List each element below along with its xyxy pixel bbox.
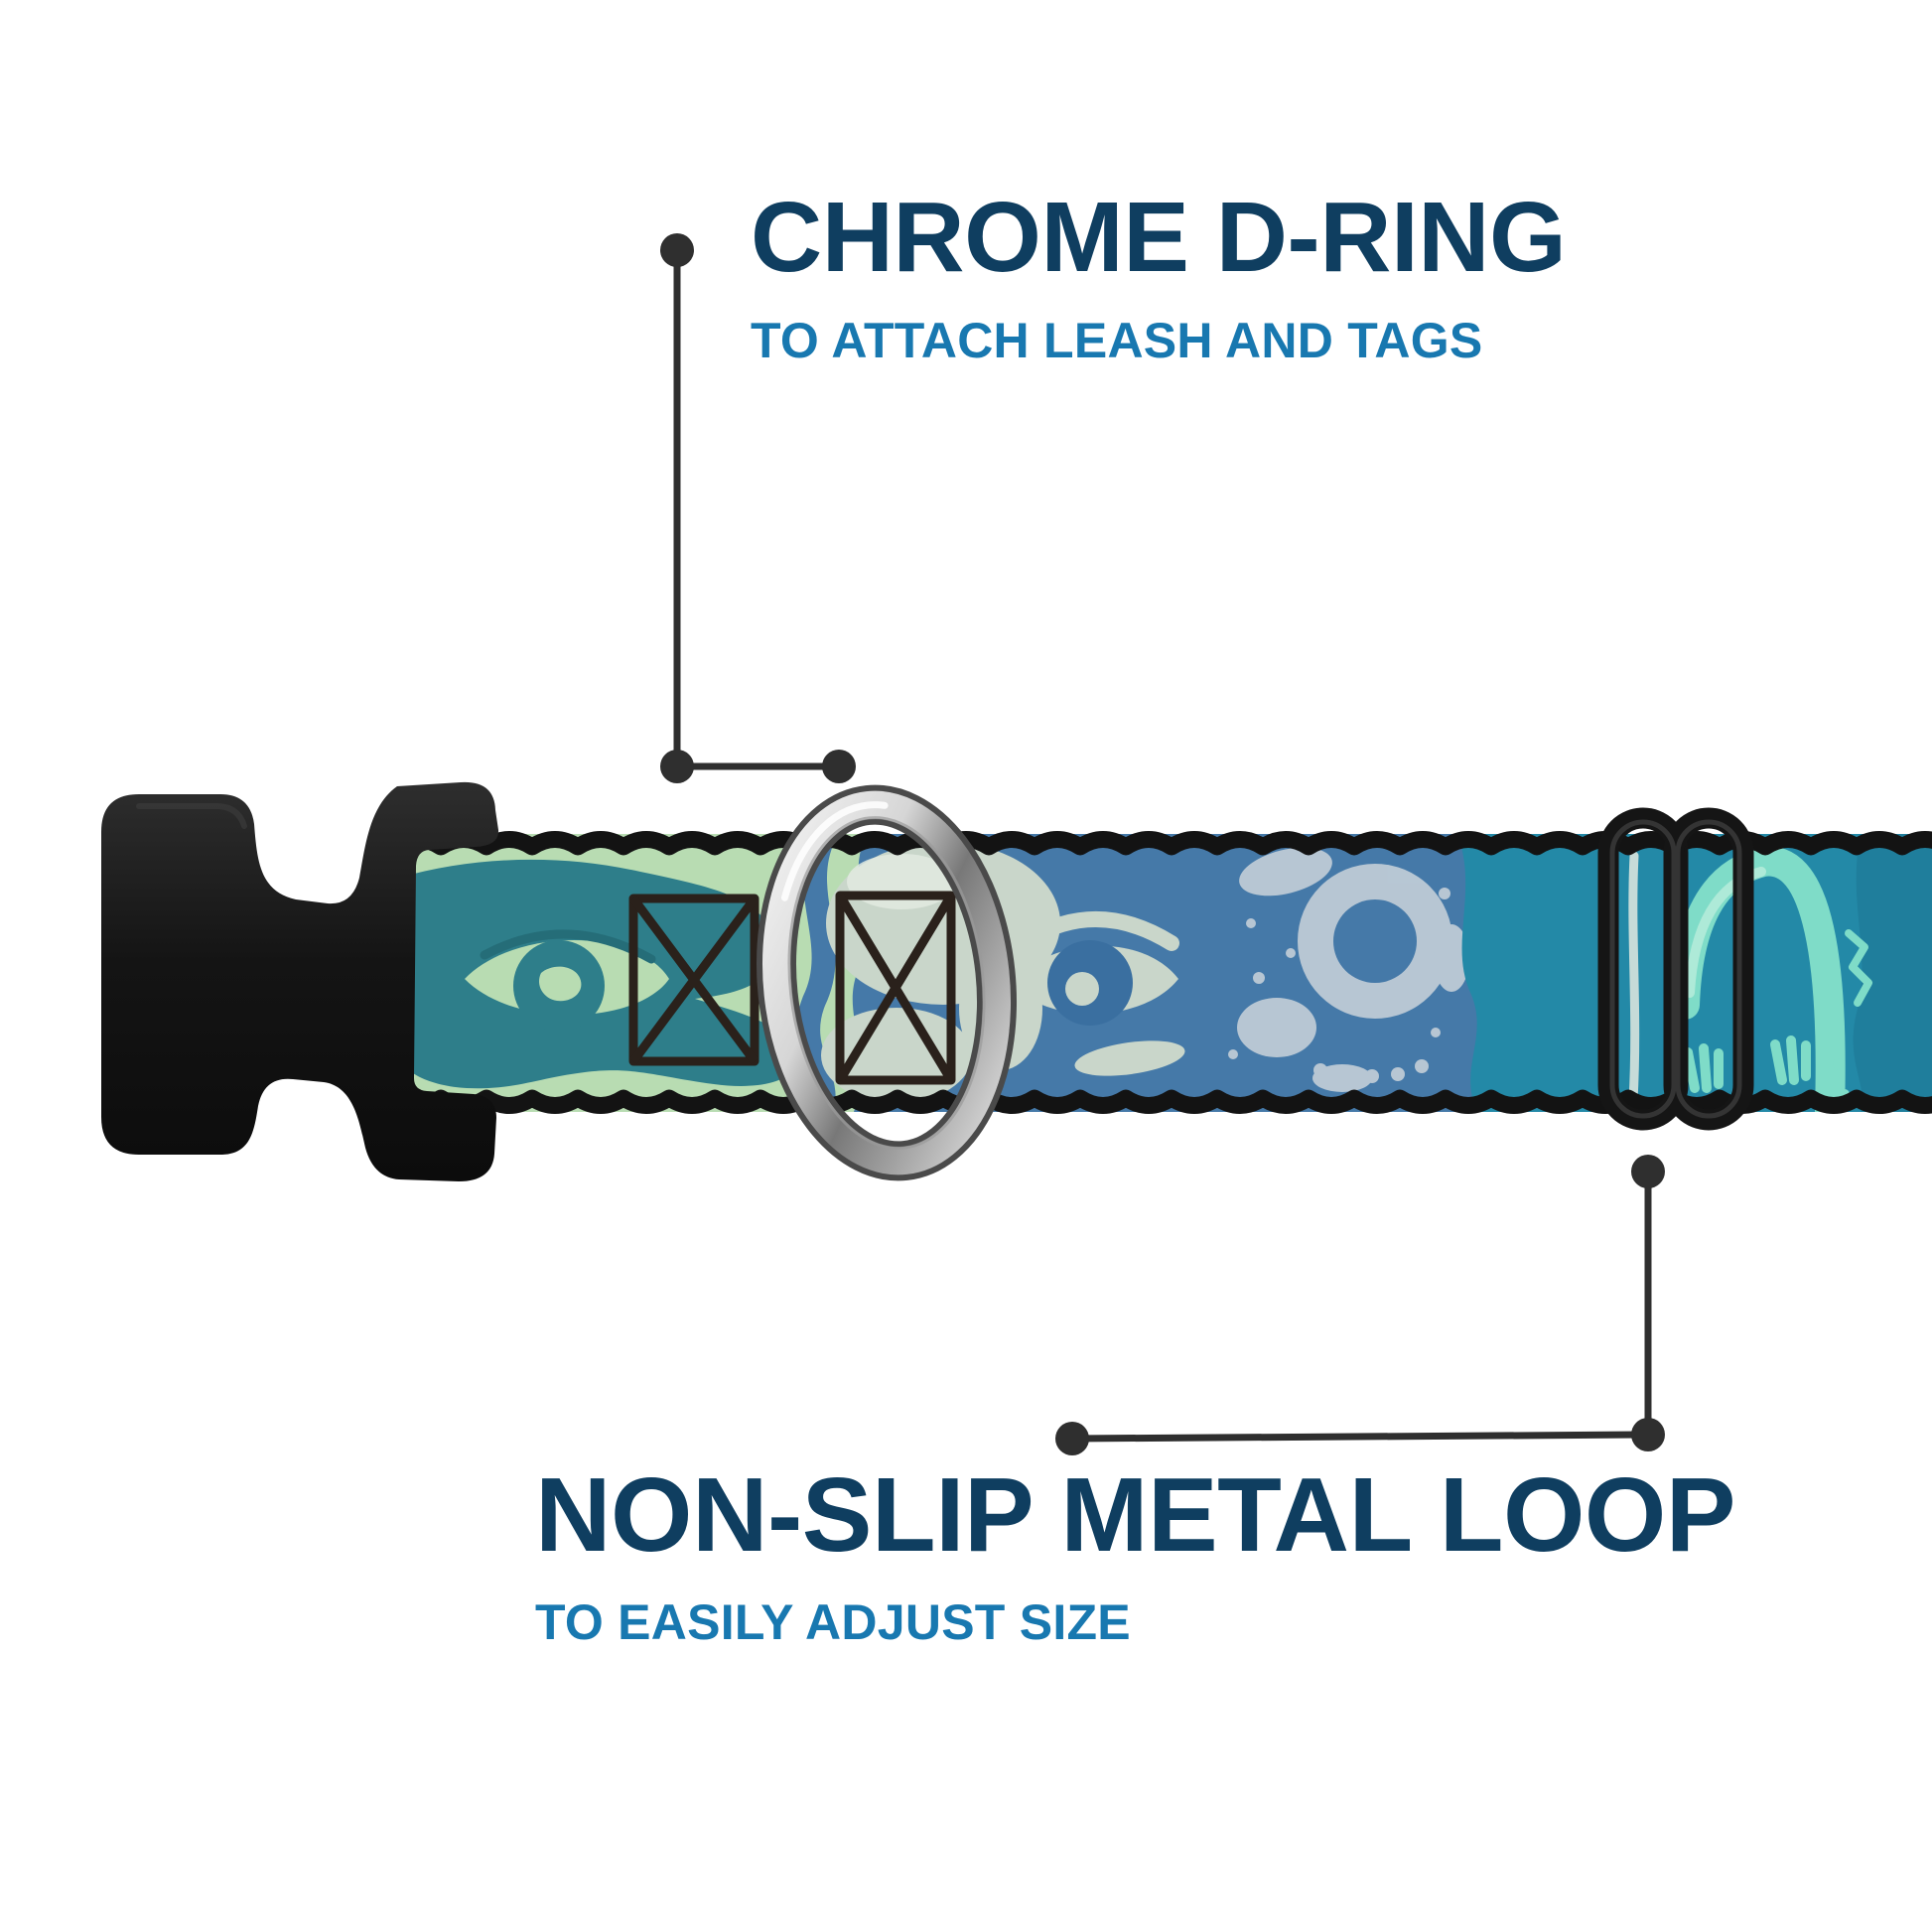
connector-dot	[1055, 1422, 1089, 1455]
connector-dot	[1631, 1155, 1665, 1188]
connector-dot	[1631, 1418, 1665, 1451]
stitch-box-left	[628, 894, 759, 1066]
webbing-edge-top	[386, 831, 1932, 856]
eye-left-glint	[538, 966, 582, 1002]
connector-metal-loop	[1055, 1155, 1665, 1455]
skull-motif	[1228, 847, 1469, 1092]
pale-vertical-line	[1628, 851, 1640, 1105]
stitch-box-right	[835, 891, 956, 1085]
webbing-edge-bottom	[386, 1089, 1932, 1114]
aqua-claw-marks	[1683, 1035, 1811, 1093]
callout-d-ring-subtitle: TO ATTACH LEASH AND TAGS	[751, 313, 1483, 368]
aqua-dot-1	[1833, 1058, 1845, 1070]
callout-metal-loop-subtitle: TO EASILY ADJUST SIZE	[535, 1594, 1131, 1650]
chrome-d-ring	[756, 784, 1018, 1181]
callout-d-ring-title: CHROME D-RING	[751, 182, 1567, 293]
callout-metal-loop: NON-SLIP METAL LOOP TO EASILY ADJUST SIZ…	[535, 1456, 1736, 1650]
slider-sheen	[1609, 819, 1742, 1119]
callout-d-ring: CHROME D-RING TO ATTACH LEASH AND TAGS	[751, 182, 1567, 368]
callout-metal-loop-title: NON-SLIP METAL LOOP	[535, 1456, 1736, 1574]
connector-dot	[660, 233, 694, 267]
eye-mid-swoosh	[1074, 1040, 1185, 1076]
connector-d-ring	[660, 233, 856, 783]
connector-dot	[822, 750, 856, 783]
connector-dot	[660, 750, 694, 783]
buckle-highlight	[136, 803, 247, 829]
eye-mid-brow	[1021, 910, 1179, 951]
side-release-buckle	[101, 781, 499, 1181]
webbing-teal-dark-strip	[1853, 834, 1932, 1112]
aqua-zigzag	[1845, 929, 1872, 1007]
eye-mid-glint	[1065, 972, 1099, 1006]
aqua-arc	[1670, 846, 1846, 1112]
